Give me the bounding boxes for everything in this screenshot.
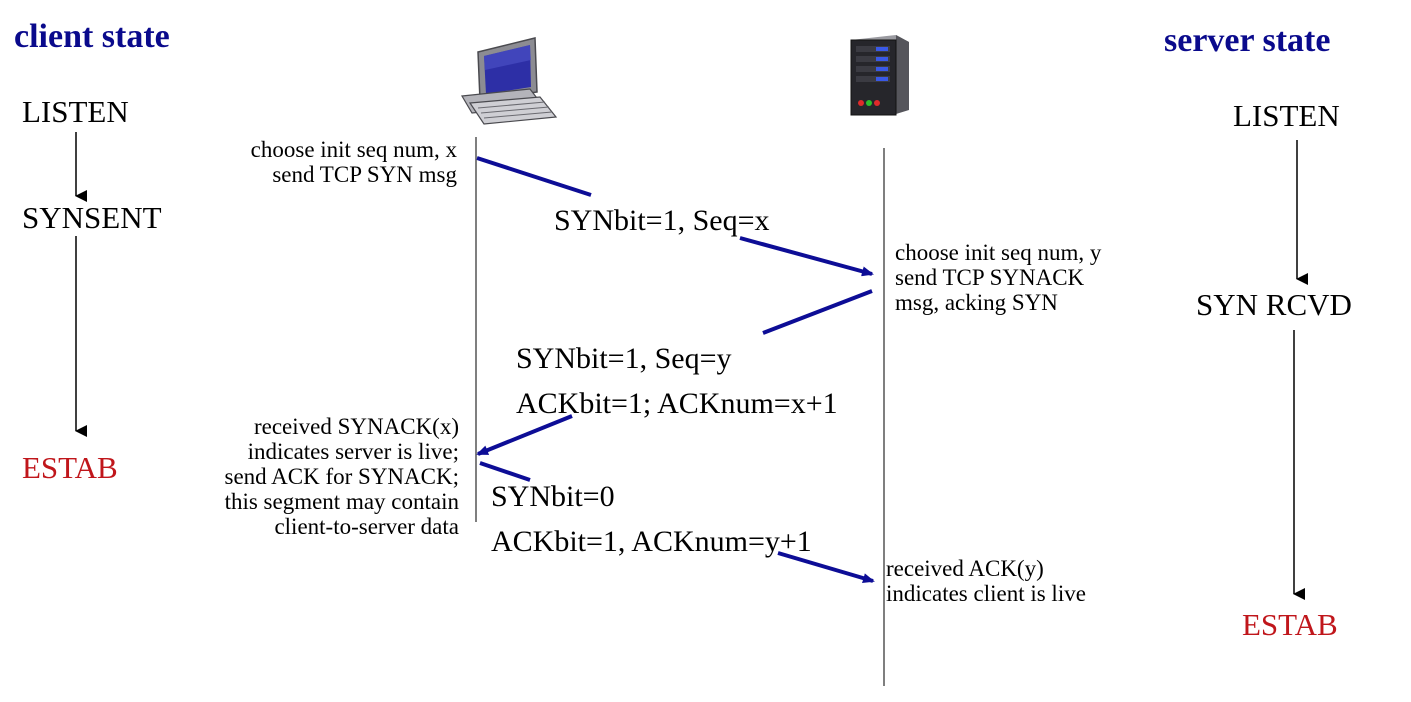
client-state-listen: LISTEN	[22, 94, 129, 129]
desktop-computer-icon	[461, 37, 558, 125]
ack-message-arrow-part2	[777, 551, 875, 583]
segment-label-ack: SYNbit=0 ACKbit=1, ACKnum=y+1	[491, 480, 812, 558]
client-state-estab: ESTAB	[22, 450, 118, 485]
syn-message-arrow-part2	[739, 236, 874, 277]
client-state-synsent: SYNSENT	[22, 200, 162, 235]
server-tower-icon	[850, 35, 909, 116]
server-state-syn-rcvd: SYN RCVD	[1196, 287, 1352, 322]
server-state-estab: ESTAB	[1242, 607, 1338, 642]
server-state-header: server state	[1164, 22, 1331, 59]
ack-message-arrow-part1	[479, 461, 531, 482]
client-note-synack-received: received SYNACK(x) indicates server is l…	[224, 414, 459, 539]
server-note-synack: choose init seq num, y send TCP SYNACK m…	[895, 240, 1102, 315]
server-state-listen: LISTEN	[1233, 98, 1340, 133]
synack-message-arrow-part2	[476, 414, 573, 456]
client-state-header: client state	[14, 18, 170, 55]
client-note-syn: choose init seq num, x send TCP SYN msg	[250, 137, 457, 187]
segment-label-synack: SYNbit=1, Seq=y ACKbit=1; ACKnum=x+1	[516, 342, 838, 420]
segment-label-syn: SYNbit=1, Seq=x	[554, 204, 770, 237]
synack-message-arrow-part1	[762, 289, 873, 335]
syn-message-arrow-part1	[476, 156, 592, 197]
server-note-ack-received: received ACK(y) indicates client is live	[886, 556, 1086, 606]
